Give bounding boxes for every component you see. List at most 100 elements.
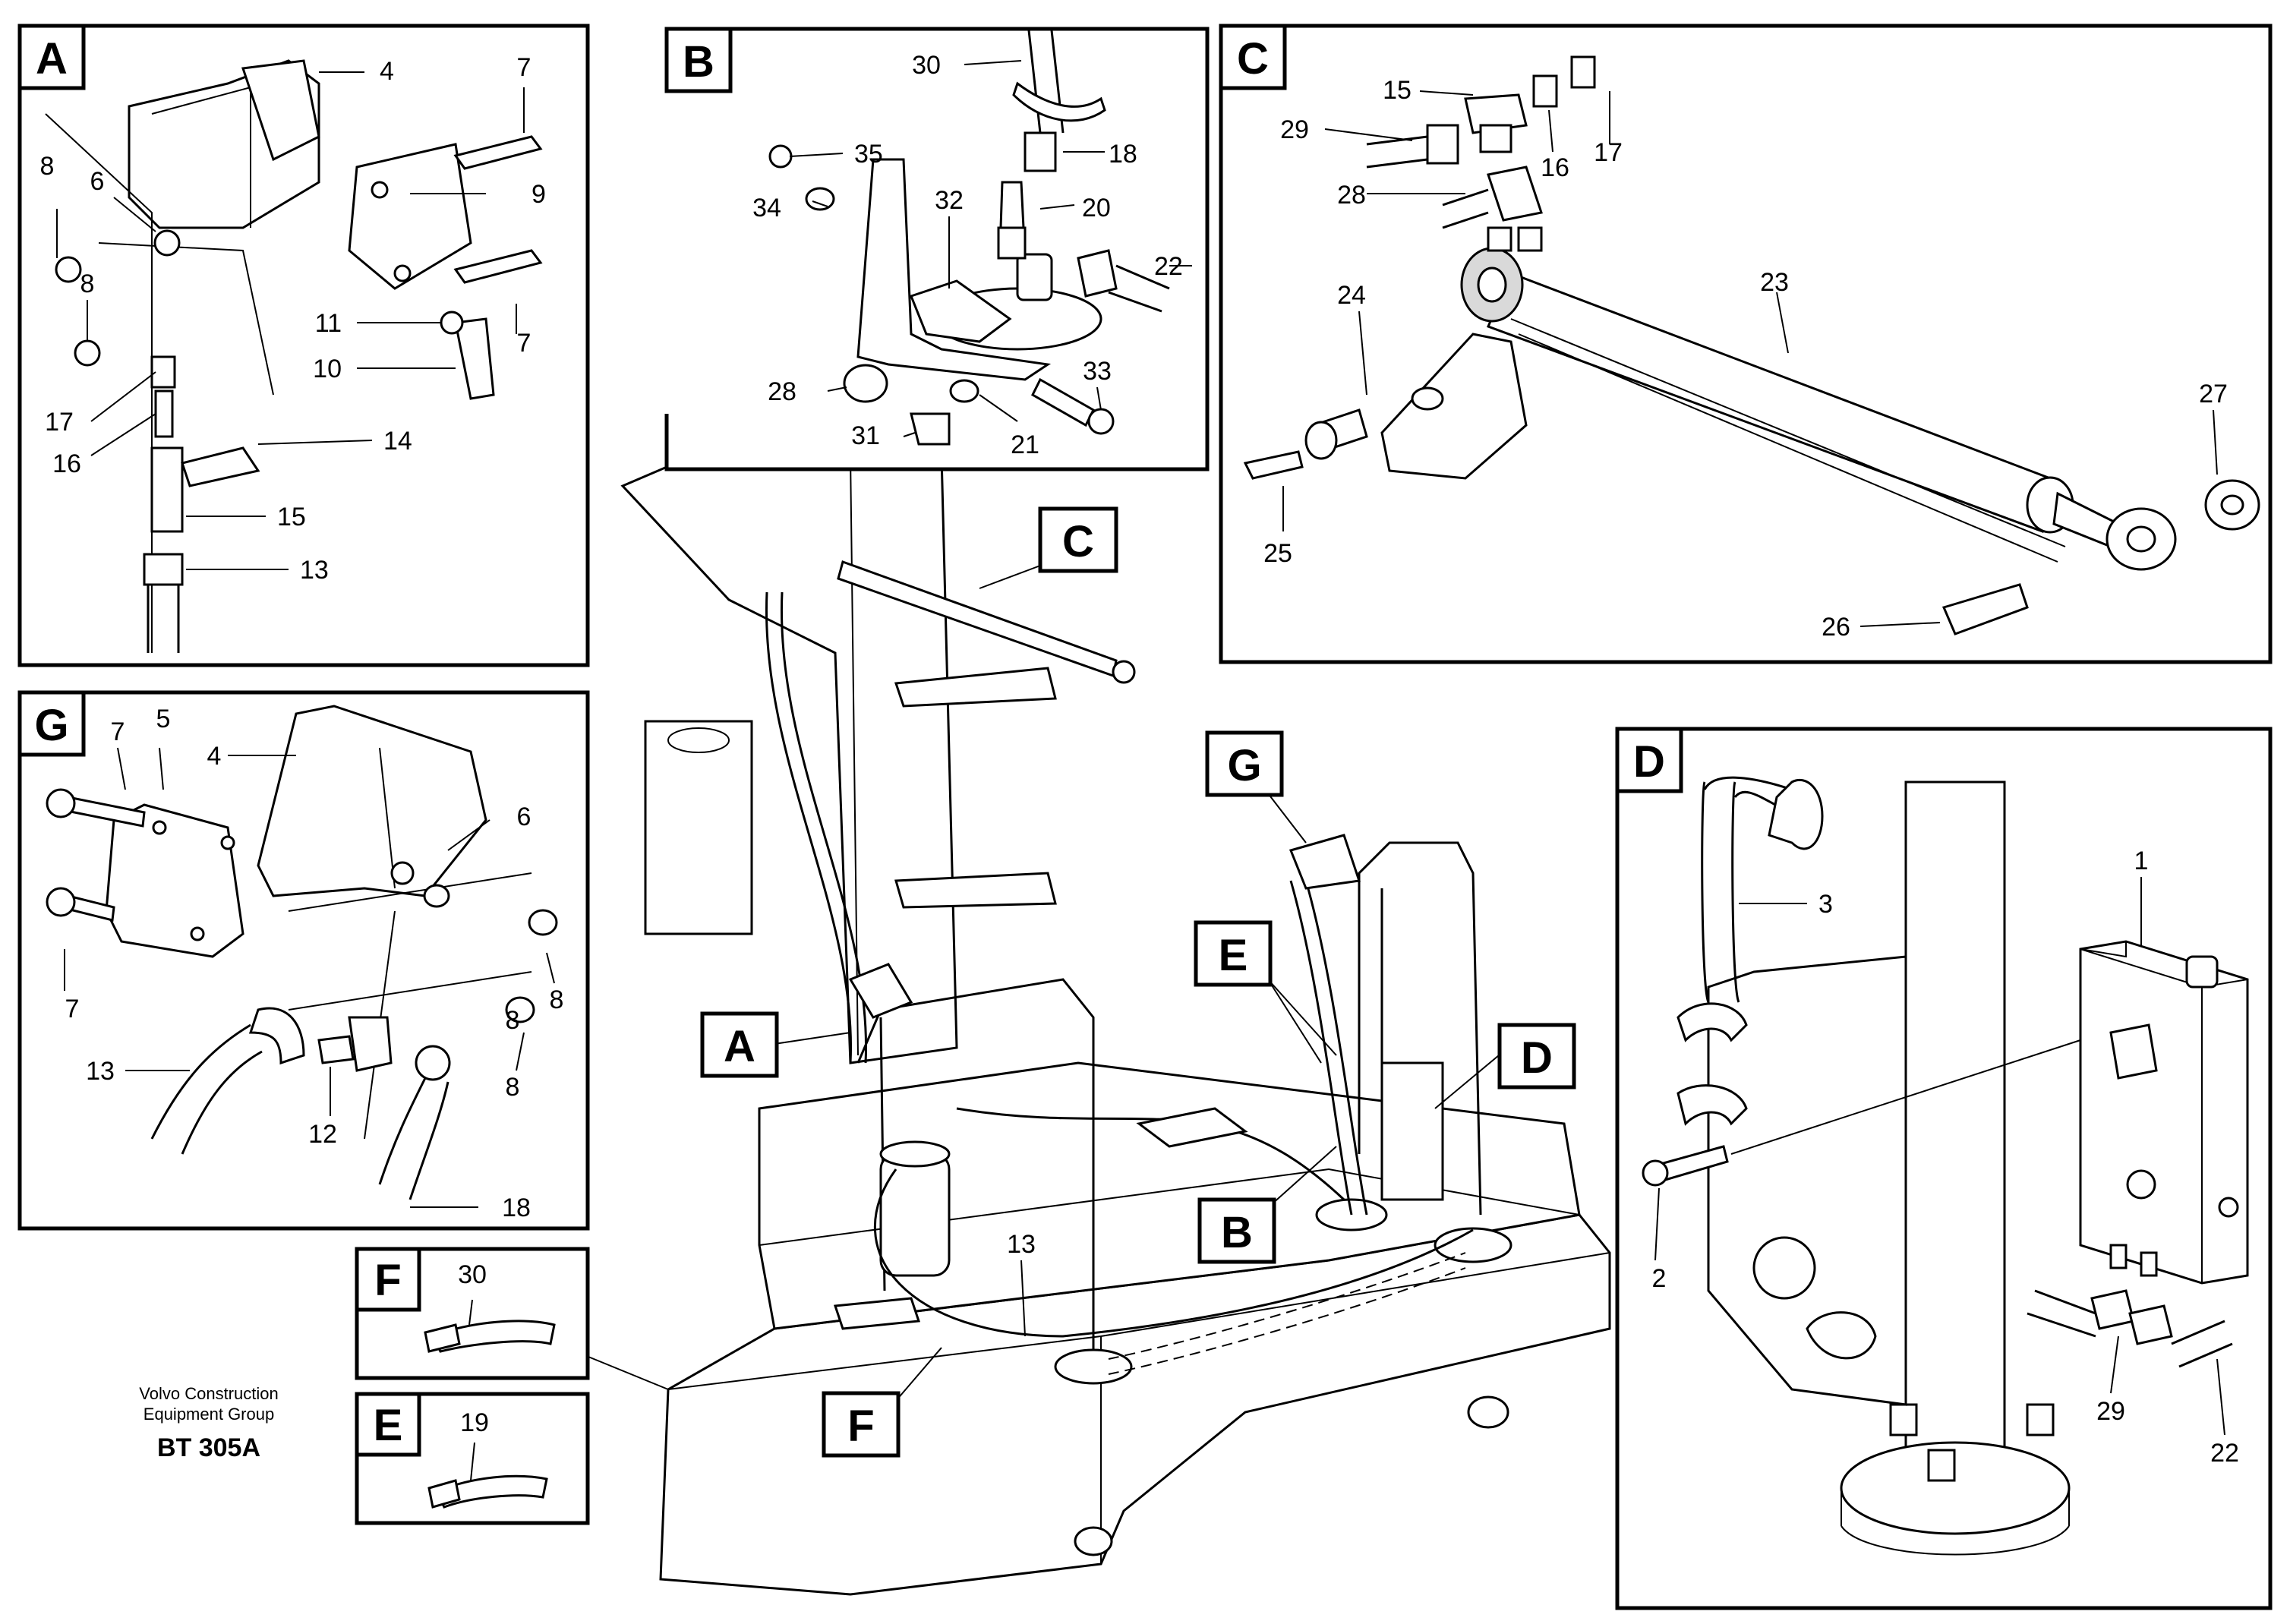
fitting bbox=[154, 389, 174, 438]
panel-e-tag: E bbox=[374, 1401, 403, 1450]
mounting-flange bbox=[1054, 1348, 1133, 1385]
detail-panel-c: C bbox=[1219, 24, 2273, 664]
tee-fitting bbox=[150, 446, 184, 533]
valve-block bbox=[2079, 940, 2249, 1285]
elbow-fitting bbox=[1487, 166, 1543, 222]
callout-number: 33 bbox=[1083, 357, 1112, 386]
bolt bbox=[1031, 377, 1095, 427]
main-tag-f-label: F bbox=[847, 1402, 874, 1451]
publisher-name-line2: Equipment Group bbox=[144, 1405, 274, 1424]
hydraulic-hose bbox=[765, 591, 853, 1064]
callout-number: 24 bbox=[1337, 281, 1366, 310]
callout-number: 5 bbox=[156, 705, 171, 733]
hose-clamp bbox=[848, 963, 913, 1019]
panel-f-tag: F bbox=[374, 1256, 401, 1305]
main-callout-13: 13 bbox=[1007, 1230, 1036, 1337]
adjusting-knob bbox=[2185, 955, 2219, 989]
callout-number: 18 bbox=[502, 1194, 531, 1222]
square-tube bbox=[644, 720, 753, 935]
panel-d-tag: D bbox=[1633, 737, 1665, 787]
callout-number: 6 bbox=[90, 167, 105, 196]
fitting bbox=[999, 181, 1025, 229]
callout-number: 8 bbox=[506, 1006, 520, 1035]
control-valve bbox=[1380, 1061, 1444, 1201]
hose-clamp bbox=[1676, 1084, 1748, 1126]
washer bbox=[74, 339, 101, 367]
callout-number: 16 bbox=[1541, 153, 1569, 182]
bolt-head bbox=[1927, 1449, 1956, 1482]
steering-column bbox=[1904, 780, 2006, 1490]
accumulator bbox=[879, 1153, 951, 1277]
bolt-head bbox=[1642, 1159, 1669, 1187]
callout-number: 7 bbox=[517, 53, 531, 82]
main-tag-c[interactable]: C bbox=[979, 506, 1118, 589]
bolt bbox=[454, 317, 495, 400]
callout-number: 3 bbox=[1818, 890, 1833, 919]
main-tag-d[interactable]: D bbox=[1434, 1023, 1576, 1109]
callout-number: 16 bbox=[52, 449, 81, 478]
foot-plate bbox=[833, 1297, 921, 1330]
callout-number: 15 bbox=[277, 503, 306, 531]
callout-number: 29 bbox=[2096, 1397, 2125, 1426]
valve-port bbox=[2109, 1023, 2158, 1080]
elbow-fitting bbox=[181, 446, 260, 487]
callout-number: 8 bbox=[80, 270, 95, 298]
callout-number: 10 bbox=[313, 355, 342, 383]
nut bbox=[1479, 124, 1512, 153]
main-tag-b-label: B bbox=[1221, 1208, 1253, 1257]
catch-plate bbox=[257, 705, 487, 897]
main-tag-d-label: D bbox=[1521, 1033, 1553, 1083]
nut bbox=[1077, 249, 1118, 298]
pin bbox=[1941, 583, 2029, 635]
tee-fitting bbox=[348, 1016, 393, 1072]
hose bbox=[378, 1077, 449, 1200]
cover-plate bbox=[348, 143, 472, 290]
panel-a-tag: A bbox=[36, 34, 68, 84]
callout-number: 4 bbox=[380, 57, 394, 86]
detail-panel-g: G 7 5 4 6 bbox=[17, 690, 590, 1231]
callout-number: 17 bbox=[1594, 138, 1623, 167]
callout-number: 29 bbox=[1280, 115, 1309, 144]
bracket bbox=[894, 872, 1057, 909]
fitting bbox=[997, 226, 1027, 260]
washer bbox=[55, 256, 82, 283]
fitting bbox=[1532, 74, 1558, 108]
mounting-bracket bbox=[1707, 955, 1907, 1406]
callout-number: 23 bbox=[1760, 268, 1789, 297]
bolt bbox=[453, 135, 543, 170]
fitting bbox=[2140, 1251, 2158, 1277]
panel-c-tag: C bbox=[1237, 34, 1269, 84]
callout-number: 7 bbox=[65, 995, 80, 1023]
main-tag-e[interactable]: E bbox=[1194, 920, 1337, 1064]
panel-b-tag: B bbox=[683, 37, 714, 87]
detail-panel-d: D bbox=[1615, 727, 2273, 1610]
main-tag-g[interactable]: G bbox=[1205, 730, 1307, 844]
cable-tie bbox=[1012, 81, 1106, 122]
hose-clamp bbox=[1676, 1002, 1748, 1042]
bolt-head bbox=[1889, 1403, 1918, 1436]
elbow-fitting bbox=[248, 1007, 305, 1065]
washer bbox=[505, 996, 535, 1023]
callout-number: 18 bbox=[1109, 140, 1137, 169]
callout-number: 26 bbox=[1822, 613, 1850, 642]
main-tag-f[interactable]: F bbox=[822, 1347, 942, 1458]
callout-number: 1 bbox=[2134, 847, 2149, 875]
callout-number: 4 bbox=[207, 742, 222, 771]
main-tag-b[interactable]: B bbox=[1197, 1146, 1337, 1264]
bolt-head bbox=[46, 788, 76, 818]
cover-plate bbox=[105, 803, 244, 958]
hose bbox=[2027, 1289, 2096, 1338]
callout-number: 7 bbox=[517, 329, 531, 358]
hose bbox=[1366, 135, 1428, 169]
mounting-bracket bbox=[1380, 333, 1528, 480]
nut bbox=[843, 364, 888, 403]
nut bbox=[949, 379, 979, 403]
main-tag-a[interactable]: A bbox=[700, 1011, 851, 1078]
detail-panel-b: B 30 35 18 34 32 bbox=[664, 27, 1210, 471]
callout-number: 28 bbox=[768, 377, 796, 406]
hydraulic-hose bbox=[874, 1168, 1474, 1338]
callout-number: 13 bbox=[86, 1057, 115, 1086]
bolt-head bbox=[46, 887, 76, 917]
publisher-name-line1: Volvo Construction bbox=[139, 1384, 278, 1403]
publisher-block: Volvo Construction Equipment Group BT 30… bbox=[139, 1384, 278, 1462]
